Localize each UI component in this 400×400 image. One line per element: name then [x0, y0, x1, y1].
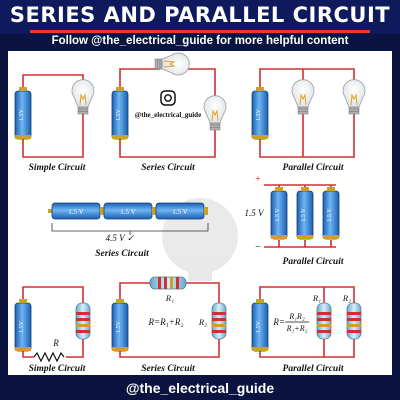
resistor: [149, 276, 187, 290]
battery: [103, 202, 156, 220]
resistor-label-r1: R₁: [312, 293, 321, 303]
resistor-label-r2: R₂: [198, 317, 207, 327]
battery: [155, 202, 208, 220]
header-bar: [0, 0, 400, 34]
parallel-batteries: + − 1.5 V 1.5 V 1.5 V 1.5 V Parallel Cir…: [245, 174, 344, 267]
battery-label: 1.5V: [256, 320, 262, 333]
page-subtitle: Follow @the_electrical_guide for more he…: [51, 35, 349, 47]
battery-label: 1.5V: [116, 320, 122, 333]
battery-label: 1.5 V: [301, 208, 307, 222]
battery-label: 1.5 V: [327, 208, 333, 222]
battery-label: 1.5V: [19, 108, 25, 121]
battery-label: 1.5 V: [68, 208, 83, 216]
battery-label: 1.5V: [116, 108, 122, 121]
series-voltage-label: 4.5 V ✓: [106, 233, 135, 243]
parallel-batteries-caption: Parallel Circuit: [283, 257, 344, 267]
battery-label: 1.5 V: [120, 208, 135, 216]
page-title: SERIES AND PARALLEL CIRCUIT: [9, 3, 391, 27]
series-circuit-caption: Series Circuit: [141, 163, 195, 173]
resistor-label-r2: R₂: [342, 293, 351, 303]
instagram-icon: [160, 90, 176, 106]
series-resistor-caption: Series Circuit: [141, 364, 195, 374]
simple-circuit-bulb: 1.5V Simple Circuit: [14, 74, 95, 173]
battery-label: 1.5V: [19, 320, 25, 333]
footer-handle: @the_electrical_guide: [125, 380, 275, 396]
resistor-label-r: R: [52, 338, 59, 348]
parallel-circuit-bulb: 1.5V Parallel Circuit: [251, 68, 366, 173]
parallel-circuit-resistor: 1.5V R₁ R₂ R= R₁R₂ R₁+R₂ Parallel Circui…: [251, 286, 362, 374]
resistor: [211, 302, 227, 340]
minus-sign: −: [255, 242, 261, 253]
series-formula: R=R₁+R₂: [148, 317, 184, 327]
parallel-formula-numerator: R₁R₂: [288, 312, 305, 321]
battery-label: 1.5V: [256, 108, 262, 121]
plus-sign: +: [255, 174, 261, 185]
title-underline: [30, 30, 370, 33]
battery: [51, 202, 104, 220]
battery-label: 1.5 V: [172, 208, 187, 216]
bulb-icon: [342, 79, 366, 115]
series-circuit-bulb: 1.5V @the_electrical_guide Series Circui…: [111, 52, 227, 173]
circuits-diagram: 1.5V Simple Circuit 1.5V @the_electrical…: [14, 52, 366, 374]
series-batteries-caption: Series Circuit: [95, 249, 149, 259]
series-batteries: 1.5 V 1.5 V 1.5 V 4.5 V ✓ Series Circuit: [48, 202, 209, 259]
bulb-icon: [154, 52, 190, 76]
watermark-handle: @the_electrical_guide: [135, 111, 201, 119]
bulb-icon: [203, 95, 227, 131]
parallel-formula-lhs: R=: [272, 317, 285, 327]
resistor-label-r1: R₁: [165, 293, 174, 303]
simple-resistor-caption: Simple Circuit: [29, 364, 86, 374]
simple-circuit-caption: Simple Circuit: [29, 163, 86, 173]
parallel-formula-denominator: R₁+R₂: [286, 324, 308, 333]
content-panel: 1.5V Simple Circuit 1.5V @the_electrical…: [8, 51, 392, 375]
series-circuit-resistor: 1.5V R₁ R₂ R=R₁+R₂ Series Circuit: [111, 276, 227, 374]
resistor: [346, 302, 362, 340]
parallel-circuit-caption: Parallel Circuit: [283, 163, 344, 173]
bulb-icon: [71, 79, 95, 115]
resistor: [316, 302, 332, 340]
resistor-symbol: [33, 351, 65, 363]
parallel-resistor-caption: Parallel Circuit: [283, 364, 344, 374]
resistor: [75, 302, 91, 340]
battery-label: 1.5 V: [275, 208, 281, 222]
simple-circuit-resistor: 1.5V R Simple Circuit: [14, 286, 91, 374]
parallel-voltage-label: 1.5 V: [245, 208, 266, 218]
bulb-icon: [291, 79, 315, 115]
